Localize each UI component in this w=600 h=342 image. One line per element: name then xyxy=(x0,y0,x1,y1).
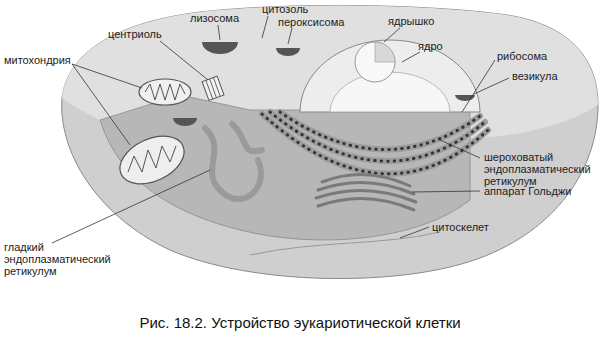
part-label: ядрышко xyxy=(388,15,446,27)
part-label: цитоскелет xyxy=(432,221,504,233)
nucleolus xyxy=(355,42,395,82)
figure-caption: Рис. 18.2. Устройство эукариотической кл… xyxy=(20,314,580,332)
part-label: аппарат Гольджи xyxy=(484,185,596,197)
cell-body xyxy=(62,5,598,278)
smooth-er xyxy=(205,124,262,199)
lysosome xyxy=(173,118,197,126)
cristae xyxy=(145,84,185,100)
mitochondrion xyxy=(139,79,191,105)
part-label: ядро xyxy=(418,40,458,52)
golgi xyxy=(316,174,416,210)
part-label: гладкий эндоплазматический ретикулум xyxy=(4,241,124,277)
part-label: лизосома xyxy=(190,12,252,24)
part-label: рибосома xyxy=(497,50,559,62)
part-label: шероховатый эндоплазматический ретикулум xyxy=(484,151,596,187)
part-label: цитозоль xyxy=(262,3,324,15)
cristae xyxy=(128,146,176,172)
part-label: центриоль xyxy=(108,28,170,40)
centriole xyxy=(202,76,224,100)
part-label: пероксисома xyxy=(278,16,350,28)
nucleus xyxy=(300,40,480,112)
peroxisome xyxy=(276,48,300,56)
leader-lines xyxy=(52,16,509,243)
lysosome xyxy=(202,42,238,54)
part-label: митохондрия xyxy=(4,54,82,66)
cytoskeleton xyxy=(250,232,440,255)
rough-er xyxy=(262,112,488,174)
nucleolus-cut xyxy=(375,42,395,62)
part-label: везикула xyxy=(512,70,574,82)
nucleus-cut xyxy=(330,72,450,112)
